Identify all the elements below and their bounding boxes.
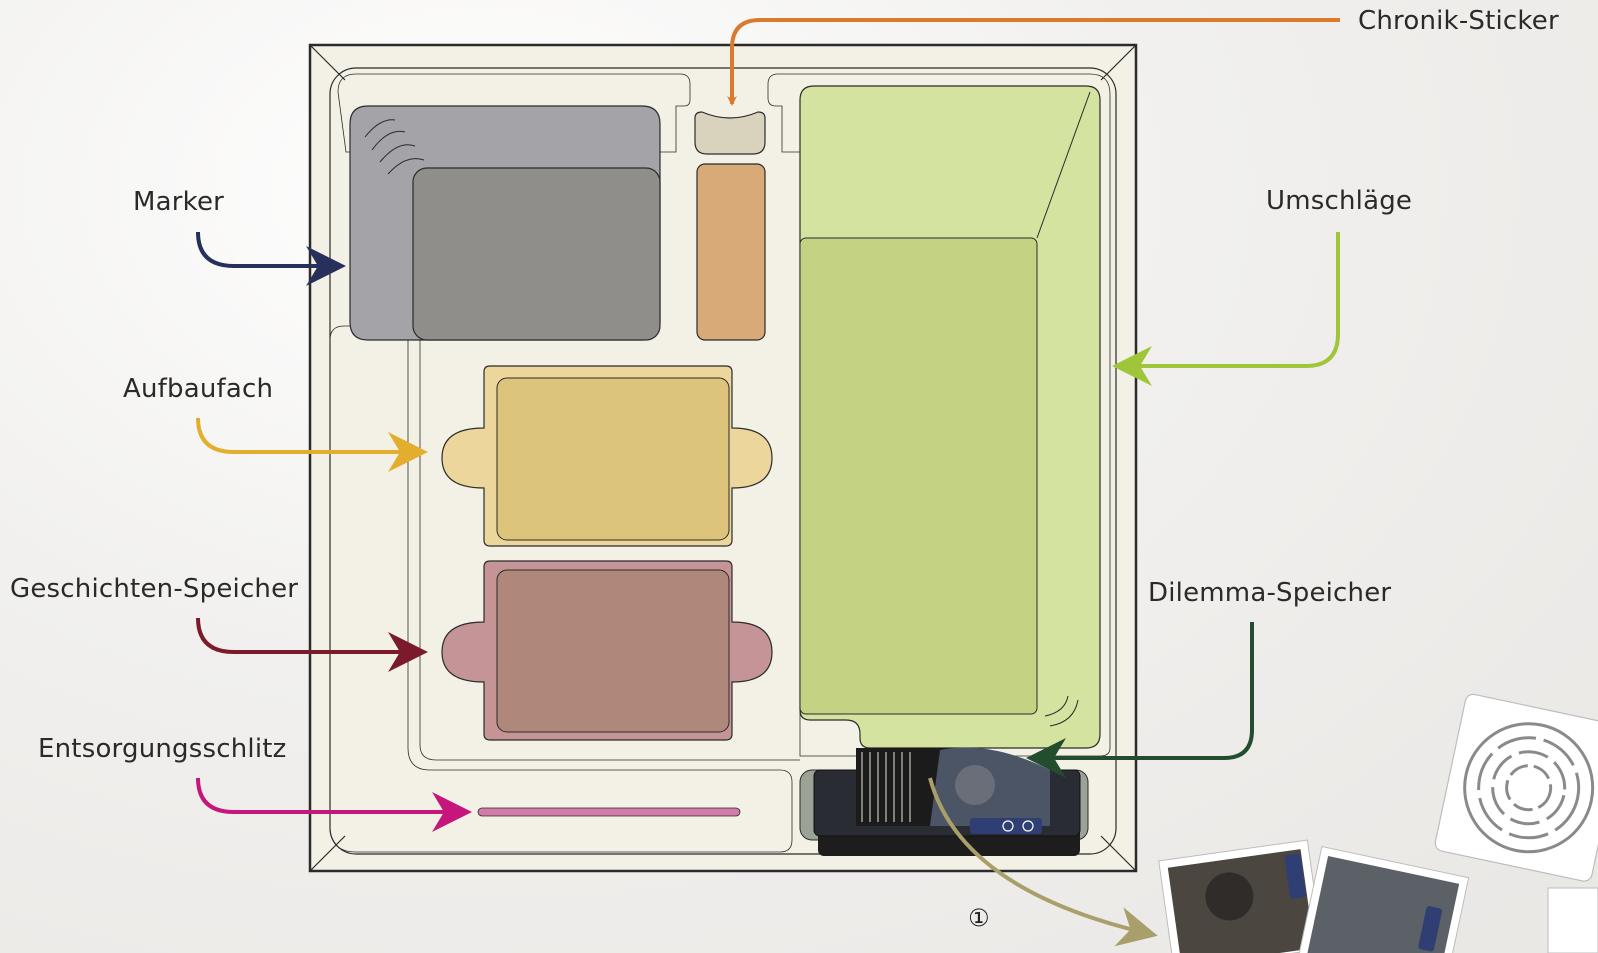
label-umschlaege: Umschläge (1266, 186, 1413, 216)
arrow-dilemma-speicher (1026, 622, 1254, 778)
arrow-step-1 (928, 777, 1158, 947)
loose-story-cards (1158, 839, 1470, 953)
chronik-sticker-slot (694, 111, 766, 155)
marker-tray (349, 105, 661, 341)
arrow-geschichten-speicher (196, 617, 428, 672)
arrow-umschlaege (1112, 232, 1340, 386)
aufbaufach-tray (441, 365, 773, 547)
step-number-marker: ① (968, 904, 990, 932)
entsorgung-slot (477, 807, 741, 817)
maze-card (1434, 693, 1598, 882)
label-aufbaufach: Aufbaufach (123, 374, 274, 404)
label-chronik-sticker: Chronik-Sticker (1358, 6, 1559, 36)
label-marker: Marker (133, 187, 225, 217)
dilemma-card-deck (799, 747, 1089, 856)
arrow-aufbaufach (196, 417, 428, 472)
label-geschichten-speicher: Geschichten-Speicher (10, 574, 299, 604)
label-dilemma-speicher: Dilemma-Speicher (1148, 578, 1392, 608)
label-entsorgungsschlitz: Entsorgungsschlitz (38, 734, 287, 764)
arrow-chronik-sticker (727, 18, 1340, 106)
geschichten-speicher-tray (441, 560, 773, 741)
orange-slot (696, 163, 766, 341)
umschlaege-tray (799, 85, 1101, 749)
edge-card (1547, 887, 1598, 953)
arrow-entsorgungsschlitz (196, 777, 472, 832)
arrow-marker (196, 231, 346, 286)
